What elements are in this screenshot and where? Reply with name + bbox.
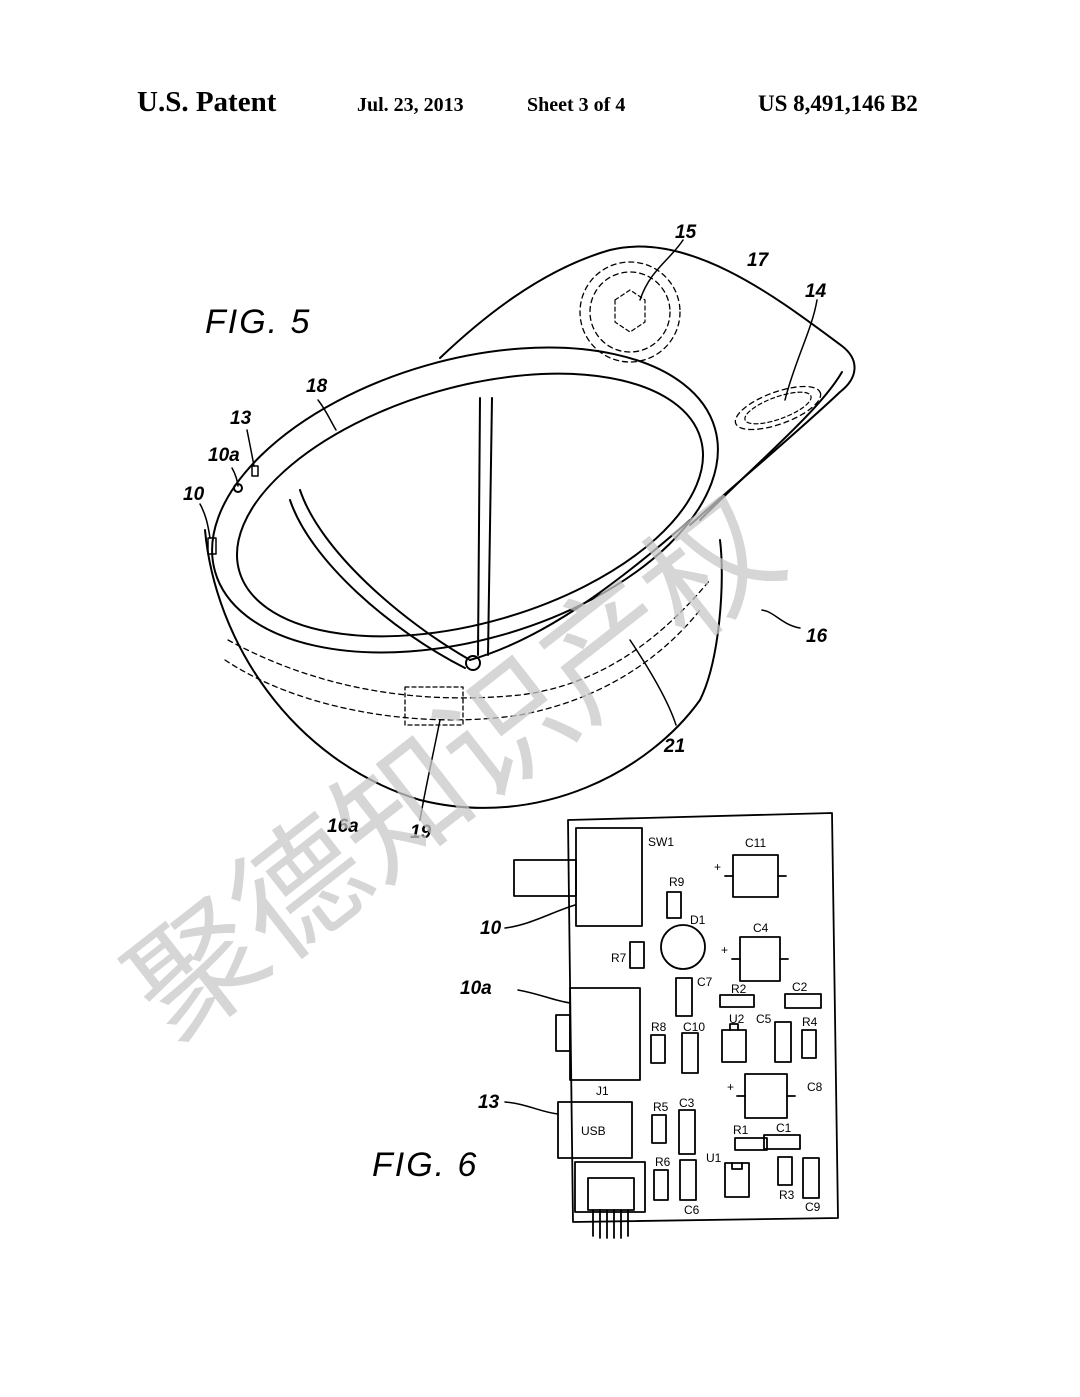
label-c10: C10 [683, 1020, 705, 1034]
label-d1: D1 [690, 913, 706, 927]
fig6-component-labels: SW1 C11 + R9 D1 R7 C4 + C7 R2 C2 U2 C5 R… [581, 835, 823, 1217]
fig5-ref-15: 15 [675, 222, 697, 243]
label-c6: C6 [684, 1203, 700, 1217]
fig5-ref-17: 17 [747, 250, 770, 271]
label-r4: R4 [802, 1015, 818, 1029]
fig5-ref-16: 16 [806, 626, 828, 647]
label-r9: R9 [669, 875, 685, 889]
patent-title: U.S. Patent [137, 86, 277, 118]
label-c7: C7 [697, 975, 713, 989]
label-r3: R3 [779, 1188, 795, 1202]
label-sw1: SW1 [648, 835, 674, 849]
label-c4: C4 [753, 921, 769, 935]
label-u2: U2 [729, 1012, 745, 1026]
fig5-label: FIG. 5 [205, 303, 311, 341]
fig5-ref-14: 14 [805, 281, 827, 302]
fig5-cap-drawing [199, 239, 856, 821]
label-c9: C9 [805, 1200, 821, 1214]
label-c1: C1 [776, 1121, 792, 1135]
label-plus-c4: + [721, 943, 728, 957]
label-usb: USB [581, 1124, 606, 1138]
label-r7: R7 [611, 951, 627, 965]
fig5-ref-13: 13 [230, 408, 252, 429]
patent-date: Jul. 23, 2013 [357, 94, 464, 116]
label-c2: C2 [792, 980, 808, 994]
label-j1: J1 [596, 1084, 609, 1098]
label-r8: R8 [651, 1020, 667, 1034]
fig6-ref-10: 10 [480, 918, 502, 939]
fig6-label: FIG. 6 [372, 1146, 478, 1184]
fig6-board-drawing [504, 812, 839, 1239]
fig5-ref-10: 10 [183, 484, 205, 505]
fig5-ref-19: 19 [410, 822, 432, 843]
fig5-ref-16a: 16a [327, 816, 359, 837]
label-c3: C3 [679, 1096, 695, 1110]
label-c8: C8 [807, 1080, 823, 1094]
label-c11: C11 [745, 836, 766, 850]
label-r5: R5 [653, 1100, 669, 1114]
fig6-ref-10a: 10a [460, 978, 492, 999]
label-plus-c8: + [727, 1080, 734, 1094]
label-r1: R1 [733, 1123, 749, 1137]
patent-number: US 8,491,146 B2 [758, 91, 918, 116]
fig6-ref-13: 13 [478, 1092, 500, 1113]
label-c5: C5 [756, 1012, 772, 1026]
label-r2: R2 [731, 982, 747, 996]
fig5-ref-10a: 10a [208, 445, 240, 466]
fig5-ref-21: 21 [663, 736, 685, 757]
fig5-ref-18: 18 [306, 376, 328, 397]
label-plus-c11: + [714, 860, 721, 874]
sheet-number: Sheet 3 of 4 [527, 94, 626, 116]
label-u1: U1 [706, 1151, 722, 1165]
label-r6: R6 [655, 1155, 671, 1169]
